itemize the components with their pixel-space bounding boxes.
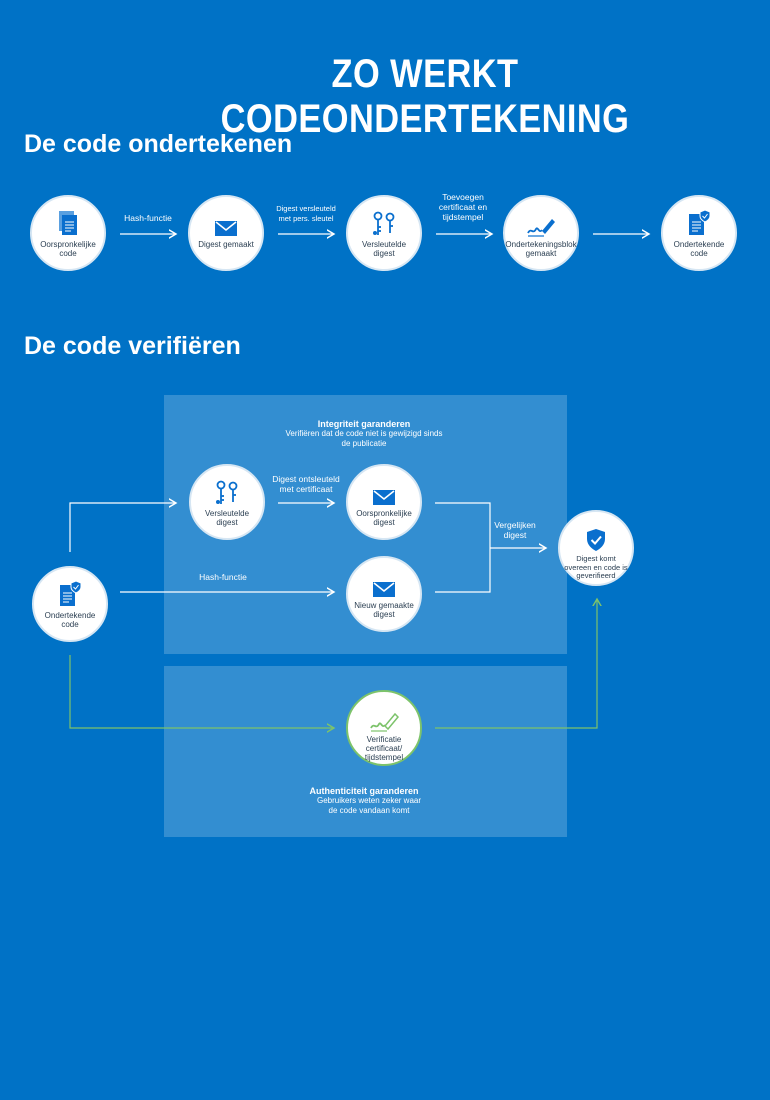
- integrity-title-text: Integriteit garanderen: [317, 419, 411, 429]
- integrity-panel-title: Integriteit garanderen: [274, 419, 454, 429]
- keys-icon: [215, 480, 239, 506]
- verify-node-encrypted-digest: Versleutelde digest: [189, 464, 265, 540]
- verify-compare-bottom: [435, 548, 491, 593]
- page-title: ZO WERKT CODEONDERTEKENING: [220, 52, 630, 141]
- signature-icon: [369, 706, 399, 732]
- section-heading-sign: De code ondertekenen: [24, 130, 293, 158]
- verify-arrow-to-encrypted: [69, 503, 176, 552]
- sign-edge-label-hash: Hash-functie: [124, 213, 172, 223]
- envelope-icon: [214, 211, 238, 237]
- sign-node-encrypted-digest: Versleutelde digest: [346, 195, 422, 271]
- shield-document-icon: [687, 209, 711, 237]
- node-label: Oorspronkelijke digest: [356, 509, 412, 527]
- envelope-icon: [372, 480, 396, 506]
- node-label: Versleutelde digest: [204, 509, 250, 527]
- verify-node-result: Digest komt overeen en code is geverifie…: [558, 510, 634, 586]
- integrity-panel-subtitle: Verifiëren dat de code niet is gewijzigd…: [285, 429, 443, 448]
- sign-node-original-code: Oorspronkelijke code: [30, 195, 106, 271]
- node-label: Verificatie certificaat/ tijdstempel: [364, 735, 404, 762]
- node-label: Digest gemaakt: [198, 240, 254, 249]
- verify-edge-label-compare: Vergelijken digest: [494, 520, 536, 540]
- shield-document-icon: [58, 580, 82, 608]
- signature-icon: [526, 211, 556, 237]
- verify-compare-top: [435, 502, 491, 548]
- verify-arrow-cert: [69, 655, 334, 728]
- document-icon: [57, 211, 79, 237]
- shield-check-icon: [585, 526, 607, 552]
- verify-edge-label-decrypt: Digest ontsleuteld met certificaat: [272, 474, 340, 494]
- authenticity-panel-subtitle: Gebruikers weten zeker waar de code vand…: [316, 796, 422, 815]
- verify-edge-label-hash: Hash-functie: [199, 572, 247, 582]
- node-label: Nieuw gemaakte digest: [354, 601, 414, 619]
- sign-edge-label-certificate: Toevoegen certificaat en tijdstempel: [438, 192, 488, 222]
- node-label: Digest komt overeen en code is geverifie…: [564, 554, 628, 580]
- node-label: Ondertekeningsblok gemaakt: [505, 240, 577, 258]
- keys-icon: [372, 211, 396, 237]
- sign-node-signed-code: Ondertekende code: [661, 195, 737, 271]
- verify-node-certificate: Verificatie certificaat/ tijdstempel: [346, 690, 422, 766]
- verify-arrow-cert-to-result: [435, 599, 597, 729]
- authenticity-panel-title: Authenticiteit garanderen: [274, 786, 454, 796]
- verify-node-signed-code: Ondertekende code: [32, 566, 108, 642]
- node-label: Oorspronkelijke code: [40, 240, 96, 258]
- sign-node-signature-block: Ondertekeningsblok gemaakt: [503, 195, 579, 271]
- envelope-icon: [372, 572, 396, 598]
- authenticity-title-text: Authenticiteit garanderen: [309, 786, 419, 796]
- sign-node-digest-created: Digest gemaakt: [188, 195, 264, 271]
- node-label: Ondertekende code: [44, 611, 96, 629]
- sign-edge-label-encrypt: Digest versleuteld met pers. sleutel: [276, 204, 336, 223]
- node-label: Ondertekende code: [673, 240, 725, 258]
- verify-node-new-digest: Nieuw gemaakte digest: [346, 556, 422, 632]
- section-heading-verify: De code verifiëren: [24, 332, 241, 360]
- node-label: Versleutelde digest: [361, 240, 407, 258]
- verify-node-original-digest: Oorspronkelijke digest: [346, 464, 422, 540]
